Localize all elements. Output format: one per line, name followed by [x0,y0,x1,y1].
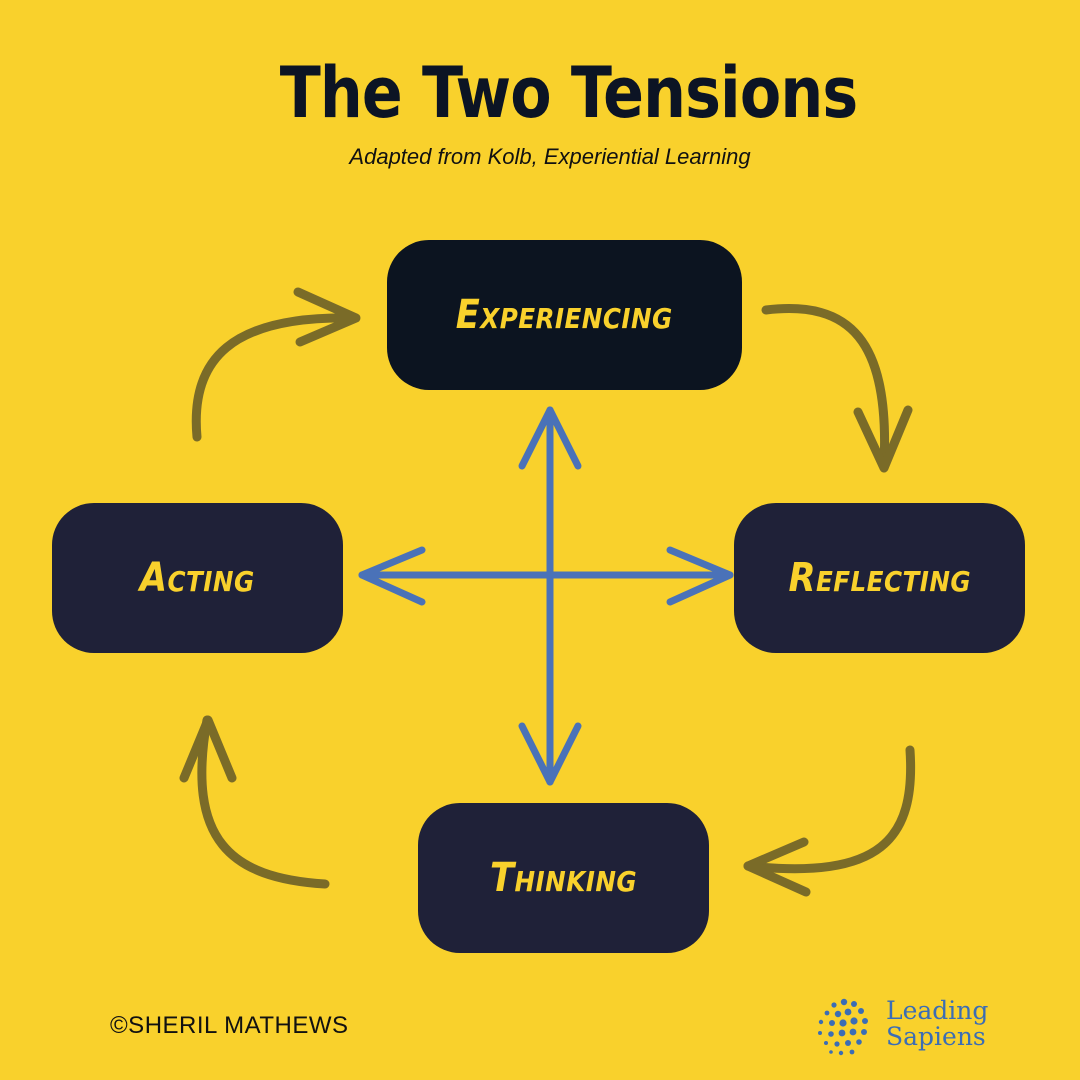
node-reflecting: Reflecting [734,503,1025,653]
node-thinking-label: Thinking [489,855,638,901]
page-title: The Two Tensions [279,52,858,134]
logo-line-1: Leading [886,996,989,1025]
cycle-arrow-reflecting-to-thinking [743,745,916,897]
node-experiencing-label: Experiencing [456,292,673,338]
cycle-arrow-acting-to-experiencing [191,287,361,442]
cycle-arrow-thinking-to-acting [179,715,330,889]
tension-arrow-horizontal [358,546,734,606]
logo-dots-icon [818,998,868,1056]
node-reflecting-label: Reflecting [788,555,971,601]
node-acting-label: Acting [140,555,255,601]
cycle-arrow-experiencing-to-reflecting [761,304,913,473]
copyright-text: ©SHERIL MATHEWS [110,1012,349,1039]
node-acting: Acting [52,503,343,653]
page-subtitle: Adapted from Kolb, Experiential Learning [349,144,751,169]
leading-sapiens-logo: Leading Sapiens [808,996,1028,1060]
node-thinking: Thinking [418,803,709,953]
node-experiencing: Experiencing [387,240,742,390]
logo-line-2: Sapiens [886,1022,986,1051]
tension-arrow-vertical [518,406,582,786]
